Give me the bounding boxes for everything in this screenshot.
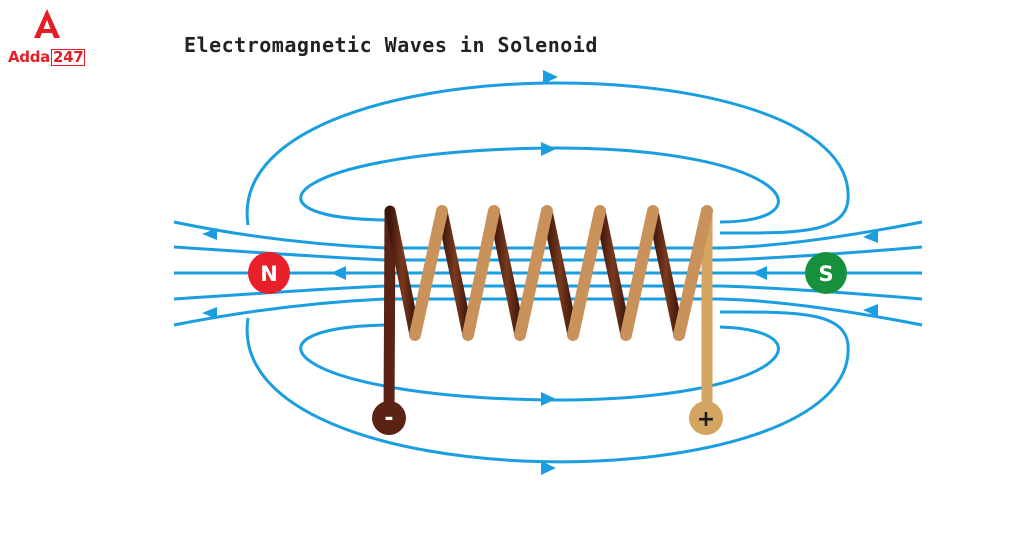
north-pole-label: N	[260, 262, 278, 286]
negative-terminal-label: -	[384, 406, 393, 431]
page-title: Electromagnetic Waves in Solenoid	[184, 33, 598, 57]
field-line-axial-3	[173, 284, 923, 301]
negative-terminal: -	[372, 401, 406, 435]
arrow-inner-top	[541, 142, 556, 156]
arrow-right-upper	[863, 230, 878, 243]
positive-terminal-label: +	[697, 407, 715, 432]
arrow-left-upper	[202, 228, 217, 240]
arrow-left-lower	[202, 307, 217, 319]
coil-back-strand	[541, 205, 579, 341]
coil-back-strands	[384, 205, 685, 341]
north-pole-circle	[248, 252, 290, 294]
arrow-right-lower	[863, 304, 878, 317]
coil-back-strand	[594, 205, 632, 341]
north-pole-marker: N	[248, 252, 290, 294]
positive-terminal-circle	[689, 401, 723, 435]
coil-back-strand	[384, 205, 421, 341]
arrow-outer-top	[543, 70, 558, 84]
coil-front-strand	[462, 205, 500, 341]
south-pole-marker: S	[805, 252, 847, 294]
coil-back-strand	[647, 205, 685, 341]
negative-terminal-circle	[372, 401, 406, 435]
arrow-right-axis	[752, 266, 767, 280]
field-line-inner-bottom	[299, 323, 780, 402]
field-arrows	[202, 70, 878, 475]
coil-front-strand	[567, 205, 606, 341]
logo-brand: Adda	[8, 48, 51, 66]
south-pole-circle	[805, 252, 847, 294]
logo-number: 247	[51, 48, 86, 66]
field-line-outer-top	[245, 81, 850, 235]
logo-a-icon	[34, 9, 60, 38]
coil-front-strand	[409, 205, 448, 341]
arrow-outer-bottom	[541, 461, 556, 475]
arrow-left-axis	[331, 266, 346, 280]
coil-front-strand	[514, 205, 553, 341]
lead-wire-negative	[383, 206, 396, 424]
south-pole-label: S	[818, 262, 833, 286]
solenoid-coil	[383, 205, 713, 424]
field-line-axial-4	[173, 297, 923, 327]
positive-terminal: +	[689, 401, 723, 435]
coil-front-strand	[620, 205, 659, 341]
coil-back-strand	[488, 205, 526, 341]
field-line-outer-bottom	[245, 310, 850, 464]
coil-front-strands	[409, 205, 713, 341]
field-line-inner-top	[299, 146, 780, 224]
coil-front-strand	[673, 205, 713, 341]
coil-back-strand	[436, 205, 474, 341]
arrow-inner-bottom	[541, 392, 556, 406]
